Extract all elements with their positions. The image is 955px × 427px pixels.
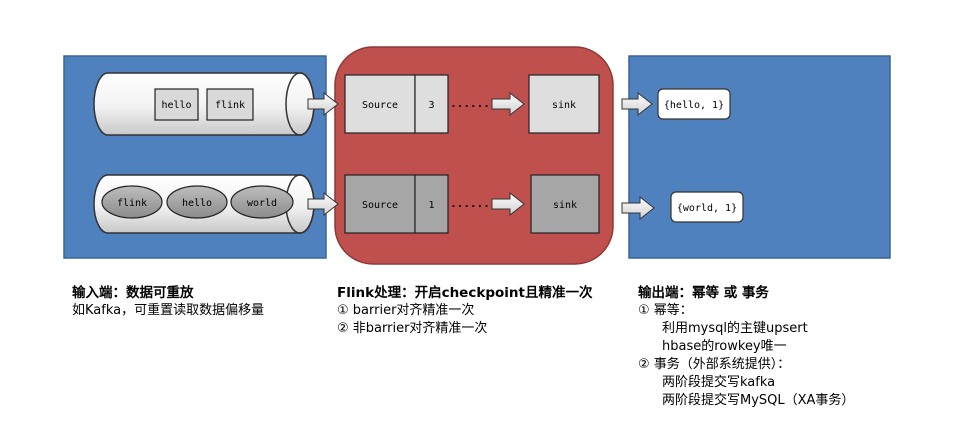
output-caption-title: 输出端：幂等 或 事务: [638, 285, 769, 301]
sink-operator: [530, 174, 600, 234]
source-label: Source: [362, 100, 398, 111]
sink-operator: [528, 74, 600, 134]
processing-caption-title: Flink处理：开启checkpoint且精准一次: [337, 285, 593, 301]
record-oval: [101, 185, 163, 219]
record-oval: [230, 185, 294, 219]
arrow-right-icon: [491, 191, 525, 217]
input-caption: 输入端：数据可重放 如Kafka，可重置读取数据偏移量: [72, 284, 264, 320]
arrow-right-icon: [491, 91, 525, 117]
record-label: world: [247, 198, 277, 209]
kafka-topic-cylinder-top: [93, 72, 315, 136]
output-caption-line: hbase的rowkey唯一: [662, 339, 787, 354]
sink-label: sink: [553, 200, 577, 211]
sink-label: sink: [552, 100, 576, 111]
offset-state: [414, 174, 449, 234]
arrow-right-icon: [307, 191, 339, 217]
arrow-right-icon: [307, 91, 339, 117]
output-record: [657, 88, 731, 120]
processing-caption-line: ② 非barrier对齐精准一次: [337, 321, 488, 336]
output-caption-line: 两阶段提交写MySQL（XA事务）: [662, 393, 855, 408]
output-panel: [628, 55, 891, 259]
output-caption-line: ② 事务（外部系统提供）：: [638, 357, 791, 372]
output-record-label: {world, 1}: [677, 203, 737, 214]
source-operator: [344, 74, 416, 134]
record-label: hello: [182, 198, 212, 209]
ellipsis-dots: ......: [450, 97, 490, 110]
record-label: flink: [117, 198, 147, 209]
record-label: hello: [161, 100, 191, 111]
source-label: Source: [362, 200, 398, 211]
record-oval: [166, 185, 228, 219]
output-record: [670, 191, 744, 223]
processing-caption-line: ① barrier对齐精准一次: [337, 303, 475, 318]
offset-state: [414, 74, 449, 134]
output-record-label: {hello, 1}: [664, 100, 724, 111]
input-caption-line: 如Kafka，可重置读取数据偏移量: [72, 303, 265, 318]
output-caption-line: 两阶段提交写kafka: [662, 375, 776, 390]
record-label: flink: [215, 100, 245, 111]
offset-label: 1: [428, 200, 434, 211]
record-box: [154, 88, 199, 121]
output-caption-line: ① 幂等：: [638, 303, 693, 318]
output-caption-line: 利用mysql的主键upsert: [662, 321, 808, 336]
processing-caption: Flink处理：开启checkpoint且精准一次 ① barrier对齐精准一…: [337, 284, 592, 338]
ellipsis-dots: ......: [450, 197, 490, 210]
input-caption-title: 输入端：数据可重放: [72, 285, 194, 301]
output-caption: 输出端：幂等 或 事务 ① 幂等： 利用mysql的主键upsert hbase…: [638, 284, 854, 410]
arrow-right-icon: [621, 195, 655, 221]
offset-label: 3: [428, 100, 434, 111]
arrow-right-icon: [621, 91, 653, 117]
record-box: [206, 88, 254, 121]
